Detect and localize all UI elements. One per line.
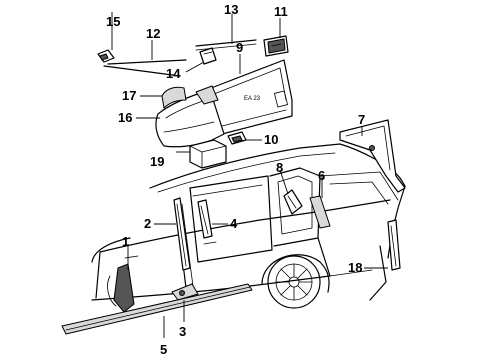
part-4-c-pillar-trim: [197, 199, 213, 239]
part-10-bracket: [227, 131, 247, 145]
callout-2: 2: [144, 216, 151, 231]
callout-13: 13: [224, 2, 238, 17]
leader-lines: [111, 12, 388, 338]
callout-3: 3: [179, 324, 186, 339]
callout-11: 11: [274, 4, 288, 19]
callout-10: 10: [264, 132, 278, 147]
callout-labels: 15 12 13 11 9 14 17 16 10 19 7 8 6 2 4 1…: [106, 2, 365, 357]
part-5-sill-plate: [61, 283, 253, 335]
callout-14: 14: [166, 66, 181, 81]
callout-5: 5: [160, 342, 167, 357]
part-9-cargo-side-panel: EA 23: [205, 59, 293, 135]
part-6-d-pillar-trim: [309, 195, 331, 229]
part-1-pillar-trim: [107, 263, 135, 313]
vehicle-body-outline: [91, 143, 406, 309]
part-7-rear-header-trim: [339, 119, 406, 193]
part-18-rear-pillar-strip: [387, 219, 401, 271]
callout-12: 12: [146, 26, 160, 41]
part-2-b-pillar-upper: [173, 197, 191, 271]
callout-4: 4: [230, 216, 238, 231]
callout-17: 17: [122, 88, 136, 103]
callout-15: 15: [106, 14, 120, 29]
callout-19: 19: [150, 154, 164, 169]
callout-18: 18: [348, 260, 362, 275]
part-19-storage-box: [189, 139, 227, 169]
part-17-corner-piece: [161, 86, 187, 109]
callout-6: 6: [318, 168, 325, 183]
callout-7: 7: [358, 112, 365, 127]
part-14-bracket: [199, 47, 217, 65]
callout-16: 16: [118, 110, 132, 125]
part-13-rail: [195, 39, 257, 51]
part-8-handle-trim: [283, 189, 303, 215]
part-3-b-pillar-lower: [171, 283, 199, 301]
callout-1: 1: [122, 234, 129, 249]
part-15-clip: [97, 49, 115, 63]
part-12-rod: [103, 59, 187, 77]
part-11-lamp: [263, 35, 289, 57]
callout-8: 8: [276, 160, 283, 175]
callout-9: 9: [236, 40, 243, 55]
panel-tag: EA 23: [244, 96, 261, 102]
